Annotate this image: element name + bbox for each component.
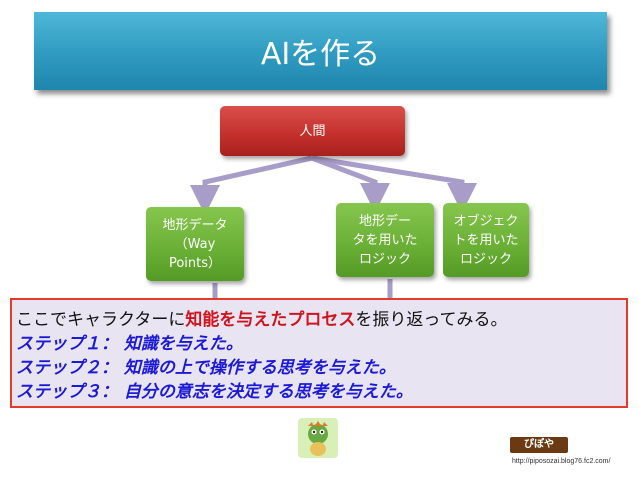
intro-text-end: を振り返ってみる。 bbox=[355, 310, 508, 330]
site-logo: ぴぽや bbox=[510, 437, 568, 453]
summary-callout: ここでキャラクターに知能を与えたプロセスを振り返ってみる。 ステップ１： 知識を… bbox=[10, 298, 628, 408]
slide-title: AIを作る bbox=[34, 12, 607, 90]
node-terrain-logic: 地形デー タを用いた ロジック bbox=[336, 203, 434, 277]
arrow-to-waypoints bbox=[190, 155, 313, 215]
node-waypoints: 地形データ （Way Points） bbox=[146, 207, 244, 281]
mascot-icon bbox=[308, 421, 328, 456]
arrow-to-object-logic bbox=[311, 155, 477, 213]
callout-intro: ここでキャラクターに知能を与えたプロセスを振り返ってみる。 bbox=[16, 308, 622, 332]
mascot-image bbox=[298, 418, 338, 458]
step-3: ステップ３： 自分の意志を決定する思考を与えた。 bbox=[16, 382, 413, 402]
node-human: 人間 bbox=[220, 106, 405, 156]
step-2: ステップ２： 知識の上で操作する思考を与えた。 bbox=[16, 358, 396, 378]
step-1: ステップ１： 知識を与えた。 bbox=[16, 334, 243, 354]
site-url: http://piposozai.blog76.fc2.com/ bbox=[512, 458, 611, 465]
intro-highlight: 知能を与えたプロセス bbox=[185, 310, 356, 330]
intro-text: ここでキャラクターに bbox=[16, 310, 186, 330]
node-object-logic: オブジェク トを用いた ロジック bbox=[443, 203, 529, 277]
arrow-to-terrain-logic bbox=[311, 155, 390, 213]
